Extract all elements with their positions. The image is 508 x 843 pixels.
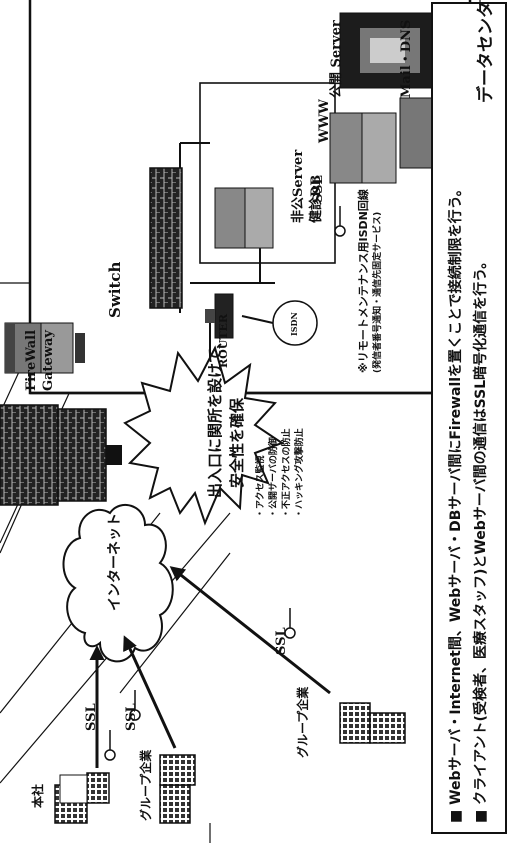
switch-label: Switch [106,261,124,318]
photo-monitor [339,12,451,89]
building-group-2 [339,702,406,744]
group-company-2-label: グループ企業 [296,686,310,758]
callout-line-2: 安全性を確保 [228,397,246,488]
note-line-2: ■ クライアント(受検者、医療スタッフ)とWebサーバ間の通信はSSL暗号化通信… [473,254,489,823]
group-company-1-label: グループ企業 [139,749,153,821]
public-servers [329,97,453,184]
key-icons [104,206,346,761]
firewall-features: ・アクセス監視 ・公開サーバの防御 ・不正アクセスの防止 ・ハッキング攻撃防止 [255,428,307,518]
ssl-server-label: SSL [311,175,326,203]
callout-burst [123,345,285,526]
hq-label: 本社 [31,783,45,808]
feature-item: ・アクセス監視 [256,455,266,518]
feature-item: ・不正アクセスの防止 [282,428,292,518]
internet-label: インターネット [107,513,123,611]
client-arrows [89,566,331,768]
isdn-note: ※リモートメンテナンス用ISDN回線 [357,189,370,373]
note-line-1: ■ Webサーバ・Internet間、Webサーバ・DBサーバ間にFirewal… [448,182,464,823]
switch-device [149,167,183,309]
callout-line-1: 出入口に関所を設けて、 [206,333,224,498]
feature-item: ・公開サーバの防御 [269,437,279,518]
datacenter-title: データセンター [476,0,496,103]
firewall-server [4,322,85,374]
building-group-1 [159,754,196,824]
notes-box [431,2,507,834]
router-device [205,293,234,339]
building-hq [54,772,110,824]
internet-cloud [62,503,174,663]
ssl-label-2: SSL [124,703,139,731]
www-label: WWW [317,99,332,143]
feature-item: ・ハッキング攻撃防止 [295,428,305,518]
isdn-label: ISDN [289,312,299,336]
ssl-label-1: SSL [84,703,99,731]
mail-dns-label: Mail・DNS [399,19,414,98]
public-server-label: 公開 Server [329,20,344,98]
firewall-gateway-label: FireWall Gateway [24,329,56,391]
isdn-note-sub: (発信者番号通知・通信先固定サービス) [373,211,383,373]
ssl-label-3: SSL [274,627,289,655]
firewall-wall [0,404,122,506]
private-server [214,187,274,249]
